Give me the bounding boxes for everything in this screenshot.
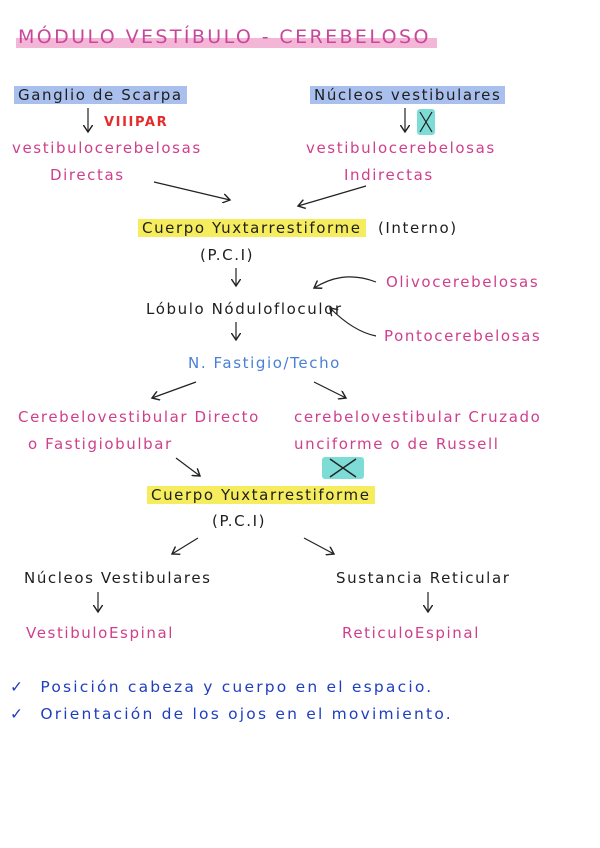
vestibular-nuclei-label: Núcleos vestibulares: [310, 86, 506, 104]
check-icon: ✓: [10, 705, 26, 723]
vestibulocerebellar-direct-line2: Directas: [50, 166, 125, 184]
arrow-indirect-to-peduncle: [298, 185, 367, 206]
ganglion-scarpa-label: Ganglio de Scarpa: [14, 86, 187, 104]
arrow-olivocerebellar: [314, 276, 377, 288]
cross-icon-2: [329, 458, 357, 478]
vestibular-nuclei: Núcleos vestibulares: [310, 86, 506, 104]
cross-icon-1: [419, 111, 433, 133]
target-reticular-formation: Sustancia Reticular: [336, 569, 511, 587]
note-1-text: Posición cabeza y cuerpo en el espacio.: [40, 678, 434, 696]
check-icon: ✓: [10, 678, 26, 696]
peduncle2-abbr: (P.C.I): [212, 512, 267, 530]
arrow-pontocerebellar: [330, 308, 377, 337]
peduncle1-name: Cuerpo Yuxtarrestiforme: [138, 219, 366, 237]
peduncle1-row: Cuerpo Yuxtarrestiforme (Interno): [138, 219, 458, 237]
note-2: ✓ Orientación de los ojos en el movimien…: [10, 705, 453, 723]
arrow-nucleus-right: [313, 381, 346, 398]
note-1: ✓ Posición cabeza y cuerpo en el espacio…: [10, 678, 433, 696]
page-title: MÓDULO VESTÍBULO - CEREBELOSO: [16, 26, 437, 48]
arrow-peduncle2-left: [172, 537, 199, 554]
peduncle2-name: Cuerpo Yuxtarrestiforme: [147, 486, 375, 504]
nerve-label: VIIIPAR: [104, 115, 169, 130]
vestibulocerebellar-indirect-line1: vestibulocerebelosas: [306, 139, 496, 157]
reticulospinal-tract: ReticuloEspinal: [342, 624, 480, 642]
peduncle2-row: Cuerpo Yuxtarrestiforme: [147, 486, 375, 504]
peduncle1-abbr: (P.C.I): [200, 246, 255, 264]
pontocerebellar-label: Pontocerebelosas: [384, 327, 542, 345]
efferent-right-line1: cerebelovestibular Cruzado: [294, 408, 542, 426]
ganglion-scarpa: Ganglio de Scarpa: [14, 86, 187, 104]
arrow-direct-to-peduncle: [153, 181, 230, 200]
efferent-right-line2: unciforme o de Russell: [294, 435, 500, 453]
efferent-left-line2: o Fastigiobulbar: [28, 435, 173, 453]
arrow-nucleus-left: [152, 381, 197, 398]
target-vestibular-nuclei: Núcleos Vestibulares: [24, 569, 212, 587]
vestibulocerebellar-indirect-line2: Indirectas: [344, 166, 434, 184]
vestibulospinal-tract: VestibuloEspinal: [26, 624, 175, 642]
peduncle1-note: (Interno): [377, 219, 458, 237]
arrow-peduncle2-right: [303, 537, 334, 554]
fastigial-nucleus: N. Fastigio/Techo: [188, 354, 341, 372]
arrow-efferent-left-down: [175, 457, 200, 476]
flocculonodular-lobe: Lóbulo Nódulofloculor: [146, 300, 343, 318]
olivocerebellar-label: Olivocerebelosas: [386, 273, 540, 291]
efferent-left-line1: Cerebelovestibular Directo: [18, 408, 260, 426]
note-2-text: Orientación de los ojos en el movimiento…: [40, 705, 453, 723]
vestibulocerebellar-direct-line1: vestibulocerebelosas: [12, 139, 202, 157]
